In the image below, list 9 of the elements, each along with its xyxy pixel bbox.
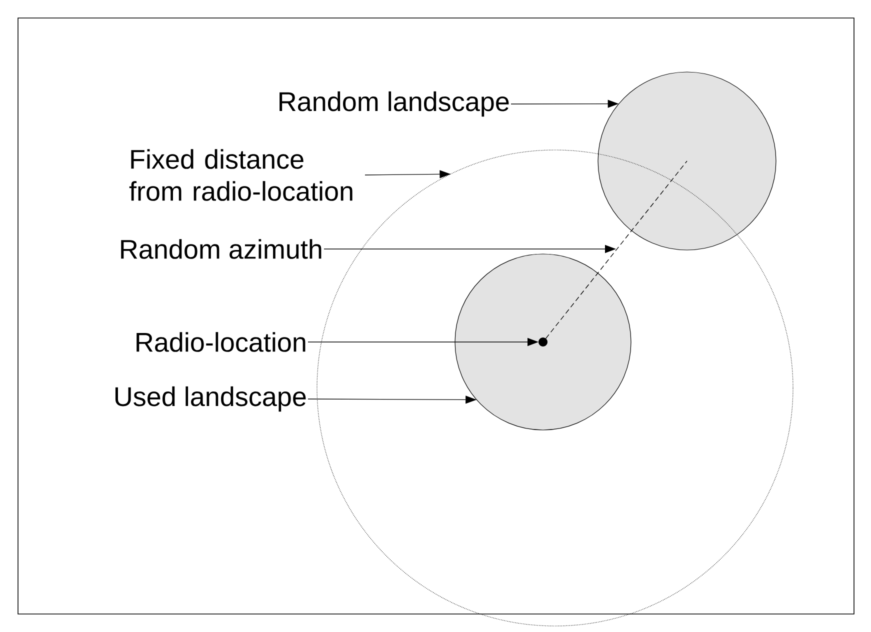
callout-text: Random azimuth [121,239,322,259]
location-dot [538,338,548,346]
callout-text: Random landscape [280,91,509,117]
dashed-line [545,160,688,339]
callout-text: Used landscape [115,386,306,412]
landscape-circle [598,72,776,250]
landscape-circle [454,254,632,430]
callout-text: Radio-location [136,332,306,352]
callout-text: Fixed distance from radio-location [129,149,352,201]
